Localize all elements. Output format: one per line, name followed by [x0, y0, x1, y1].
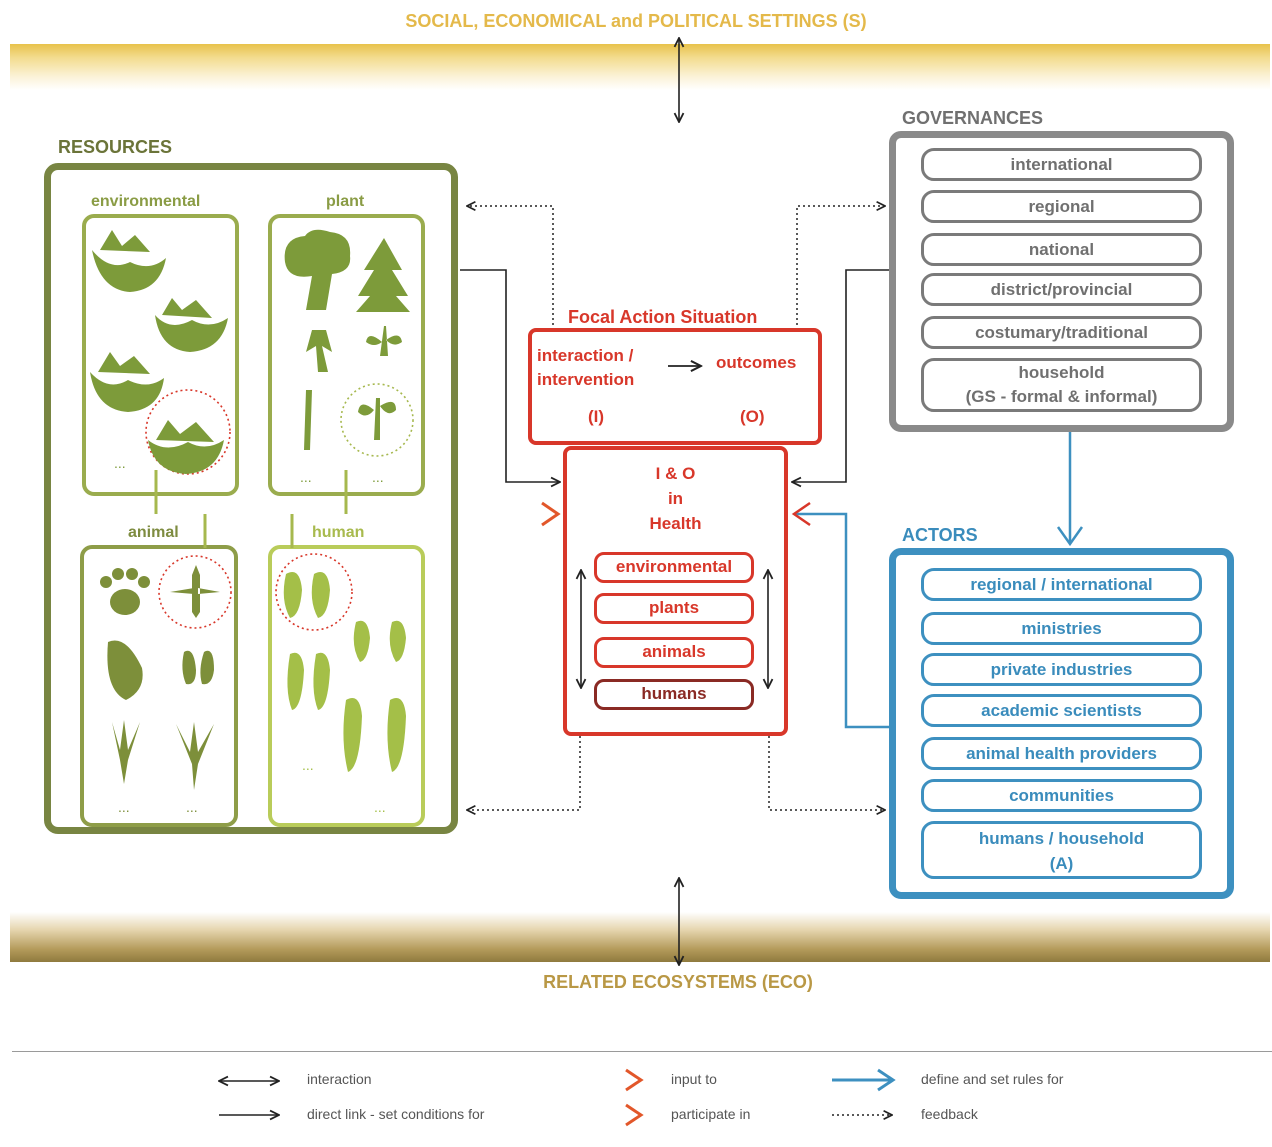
paw-icon: [100, 568, 150, 615]
focal-title: Focal Action Situation: [566, 307, 760, 328]
animal-ellipsis-2: ...: [186, 799, 198, 815]
legend-define-rules-icon: [832, 1068, 896, 1092]
footprint-icons: [283, 572, 406, 772]
mosquito-icon: [170, 565, 220, 618]
actor-item-humans: humans / household (A): [921, 821, 1202, 879]
resource-environmental-label: environmental: [88, 193, 204, 211]
ecosystems-band: [10, 912, 1270, 962]
legend-input-icon: [580, 1068, 644, 1092]
feedback-bottom-actors: [768, 736, 885, 810]
health-title: I & O in Health: [563, 461, 788, 536]
health-item-environmental: environmental: [594, 552, 754, 583]
environmental-icons: [90, 230, 228, 474]
human-ellipsis-2: ...: [374, 799, 386, 815]
legend-feedback-label: feedback: [921, 1106, 978, 1122]
plant-icons: [284, 229, 410, 450]
gov-item-regional: regional: [921, 190, 1202, 223]
plant-ellipsis-1: ...: [300, 469, 312, 485]
pine-icon: [356, 238, 410, 312]
resources-input-arrow: [154, 470, 561, 548]
health-title-line2: in: [667, 489, 684, 508]
sprout-icon: [366, 326, 402, 356]
settings-band: [10, 44, 1270, 90]
resource-human-box: [268, 545, 425, 827]
health-item-animals: animals: [594, 637, 754, 668]
legend-input-label: input to: [671, 1071, 717, 1087]
ecosystems-label: RELATED ECOSYSTEMS (ECO): [543, 972, 813, 992]
governances-direct-link: [792, 269, 889, 482]
focal-outcomes: outcomes: [716, 353, 797, 372]
deer-track-icon: [182, 650, 214, 685]
flower-icon: [306, 330, 332, 372]
focal-interaction-line2: intervention: [537, 370, 635, 389]
gov-item-costumary: costumary/traditional: [921, 316, 1202, 349]
legend-define-rules-label: define and set rules for: [921, 1071, 1064, 1087]
herb-icon: [304, 390, 312, 450]
gov-household-line1: household: [1018, 363, 1105, 382]
legend-participate-icon: [580, 1103, 644, 1127]
resources-title: RESOURCES: [58, 137, 173, 157]
actor-item-ministries: ministries: [921, 612, 1202, 645]
actor-item-animal-health: animal health providers: [921, 737, 1202, 770]
gov-item-district: district/provincial: [921, 273, 1202, 306]
bird-track-icon: [112, 720, 140, 784]
feedback-to-governances: [796, 206, 885, 325]
resource-environmental-box: [82, 214, 239, 496]
actors-title: ACTORS: [902, 525, 978, 545]
governances-title: GOVERNANCES: [902, 108, 1044, 128]
actor-item-academic: academic scientists: [921, 694, 1202, 727]
focal-box: [528, 328, 822, 445]
gov-item-national: national: [921, 233, 1202, 266]
health-item-humans: humans: [594, 679, 754, 710]
actors-participate-arrow: [796, 512, 889, 729]
animal-ellipsis-1: ...: [118, 799, 130, 815]
focal-o-label: (O): [740, 407, 765, 426]
resource-human-label: human: [309, 524, 368, 542]
human-ellipsis-1: ...: [302, 757, 314, 773]
highlight-animal-circle: [158, 555, 232, 629]
resources-direct-link: [460, 269, 560, 482]
resource-animal-box: [80, 545, 238, 827]
bird-track2-icon: [176, 722, 214, 790]
legend-interaction-label: interaction: [307, 1071, 372, 1087]
highlight-human-circle: [275, 553, 353, 631]
feedback-bottom-resources: [467, 736, 581, 810]
hoof-icon: [107, 640, 143, 700]
gov-item-international: international: [921, 148, 1202, 181]
environmental-ellipsis: ...: [114, 455, 126, 471]
tree-icon: [284, 229, 351, 310]
health-title-line1: I & O: [655, 464, 696, 483]
actor-humans-line1: humans / household: [978, 829, 1145, 848]
health-title-line3: Health: [649, 514, 702, 533]
focal-interaction: interaction / intervention: [537, 344, 634, 392]
plant-ellipsis-2: ...: [372, 469, 384, 485]
highlight-environmental-circle: [145, 389, 231, 475]
actor-humans-line2: (A): [1049, 854, 1074, 873]
resources-box: [44, 163, 458, 834]
animal-icons: [100, 565, 220, 790]
focal-interaction-line1: interaction /: [537, 346, 634, 365]
feedback-to-resources: [467, 206, 554, 325]
settings-label: SOCIAL, ECONOMICAL and POLITICAL SETTING…: [405, 11, 867, 31]
governances-box: [889, 131, 1234, 432]
actors-box: [889, 548, 1234, 899]
resource-animal-label: animal: [125, 524, 182, 542]
actor-item-private: private industries: [921, 653, 1202, 686]
focal-i-label: (I): [588, 407, 605, 426]
legend-divider: [12, 1051, 1272, 1052]
seedling-icon: [358, 398, 396, 440]
resource-plant-label: plant: [323, 193, 368, 211]
health-item-plants: plants: [594, 593, 754, 624]
gov-household-line2: (GS - formal & informal): [965, 387, 1158, 406]
actor-item-regional: regional / international: [921, 568, 1202, 601]
legend-participate-label: participate in: [671, 1106, 751, 1122]
highlight-plant-circle: [340, 383, 414, 457]
gov-item-household: household (GS - formal & informal): [921, 358, 1202, 412]
legend-direct-link-label: direct link - set conditions for: [307, 1106, 485, 1122]
actor-item-communities: communities: [921, 779, 1202, 812]
